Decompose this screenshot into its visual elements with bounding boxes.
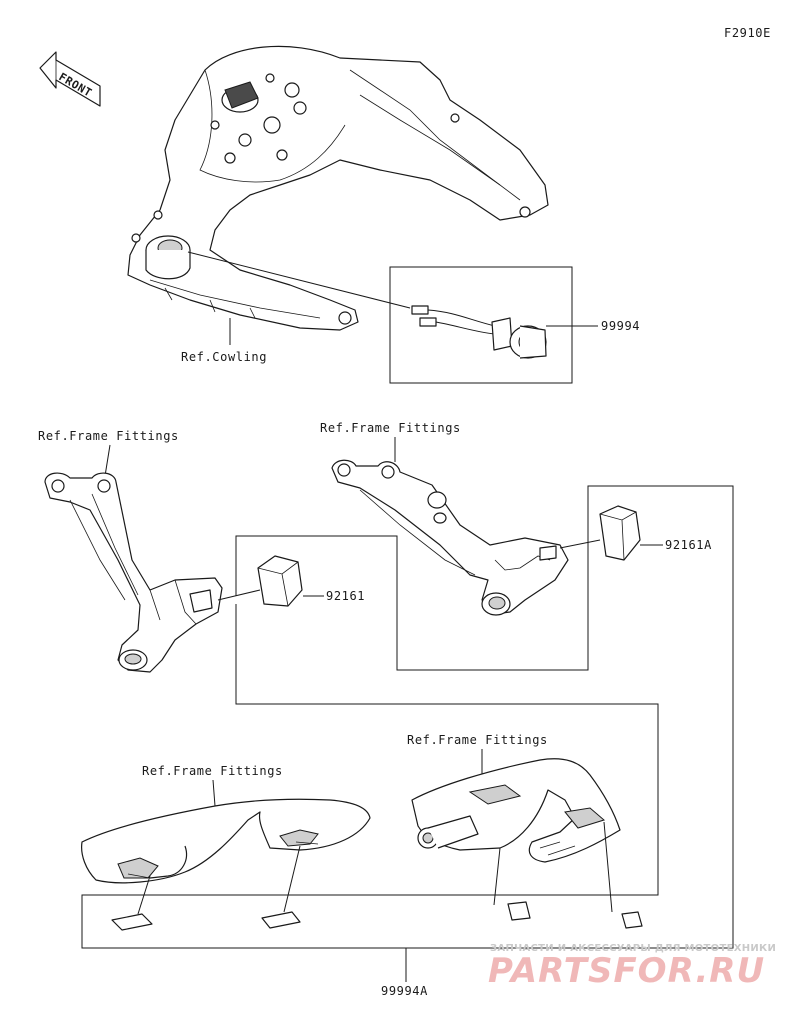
slider-right-label: 92161A <box>665 538 712 552</box>
left-footpeg-bracket <box>44 472 223 673</box>
slider-left-label: 92161 <box>326 589 365 603</box>
rear-left-leader-b <box>283 845 301 913</box>
figure-code: F2910E <box>724 26 771 40</box>
slider-right-leader-a <box>559 539 601 549</box>
right-footpeg-bracket <box>331 459 569 616</box>
slider-kit-label: 99994A <box>381 984 428 998</box>
front-arrow-icon: FRONT <box>39 51 101 107</box>
slider-left-part <box>257 555 303 607</box>
rear-left-pad-a <box>111 913 153 931</box>
rear-right-leader-a <box>493 847 501 906</box>
slider-kit-box-lines <box>81 485 734 949</box>
cowling-inner-panel <box>127 45 549 331</box>
socket-leader-line <box>187 251 411 309</box>
rear-right-fitting <box>411 758 621 863</box>
rear-left-fitting <box>81 798 371 884</box>
rear-right-pad-a <box>507 901 531 921</box>
frame-fittings-rear-left-label: Ref.Frame Fittings <box>142 764 283 778</box>
rear-left-pad-b <box>261 911 301 929</box>
watermark-tagline: ЗАПЧАСТИ И АКСЕССУАРЫ ДЛЯ МОТОТЕХНИКИ <box>490 943 776 954</box>
frame-fittings-right-label: Ref.Frame Fittings <box>320 421 461 435</box>
watermark-brand: PARTSFOR.RU <box>488 951 765 991</box>
frame-fittings-left-label: Ref.Frame Fittings <box>38 429 179 443</box>
socket-kit-box <box>389 266 573 384</box>
frame-fittings-rear-right-label: Ref.Frame Fittings <box>407 733 548 747</box>
rear-right-pad-b <box>621 911 643 929</box>
rear-right-leader-b <box>603 821 613 913</box>
cowling-label: Ref.Cowling <box>181 350 267 364</box>
power-socket-part <box>411 305 547 359</box>
frame-fittings-left-leader <box>104 444 111 477</box>
slider-right-part <box>599 505 641 561</box>
rear-left-leader-a <box>137 875 151 915</box>
socket-kit-label: 99994 <box>601 319 640 333</box>
slider-left-leader-a <box>217 589 261 601</box>
frame-fittings-rear-left-leader <box>212 779 216 807</box>
